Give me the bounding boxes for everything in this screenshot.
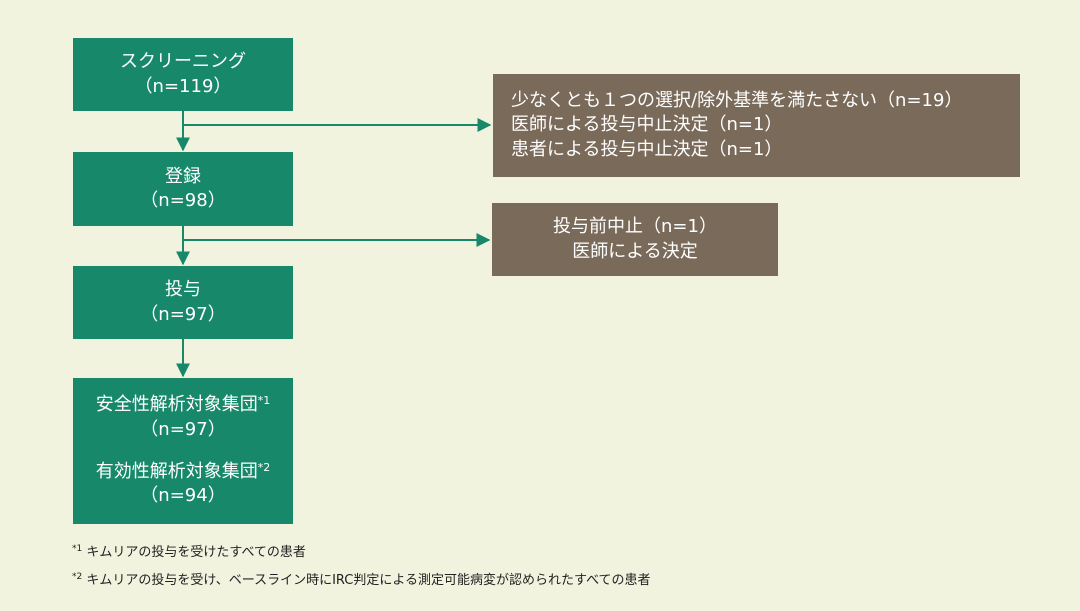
pre-dose-box: 投与前中止（n=1） 医師による決定 (492, 203, 778, 276)
safety-footnote-mark: *1 (257, 394, 271, 408)
enrolled-box: 登録 （n=98） (73, 152, 293, 226)
footnote-text: キムリアの投与を受けたすべての患者 (82, 545, 306, 560)
efficacy-count: （n=94） (140, 485, 226, 507)
dosed-count: （n=97） (140, 303, 226, 325)
safety-label: 安全性解析対象集団*1 (96, 393, 271, 417)
enrolled-count: （n=98） (140, 190, 226, 211)
footnote-1: *1 キムリアの投与を受けたすべての患者 (72, 537, 651, 565)
footnotes: *1 キムリアの投与を受けたすべての患者 *2 キムリアの投与を受け、ベースライ… (72, 537, 651, 593)
footnote-mark: *2 (72, 572, 83, 582)
pre-dose-line: 投与前中止（n=1） (553, 216, 717, 238)
screening-count: （n=119） (134, 75, 232, 97)
dosed-label: 投与 (165, 279, 201, 301)
efficacy-label: 有効性解析対象集団*2 (96, 460, 271, 484)
screening-box: スクリーニング （n=119） (73, 38, 293, 111)
enrolled-label: 登録 (165, 165, 201, 187)
safety-label-text: 安全性解析対象集団 (95, 394, 258, 416)
efficacy-label-text: 有効性解析対象集団 (95, 461, 258, 482)
screen-fail-line: 患者による投与中止決定（n=1） (511, 138, 783, 160)
footnote-text: キムリアの投与を受け、ベースライン時にIRC判定による測定可能病変が認められたす… (82, 573, 651, 588)
footnote-2: *2 キムリアの投与を受け、ベースライン時にIRC判定による測定可能病変が認めら… (72, 565, 651, 593)
analysis-box: 安全性解析対象集団*1 （n=97） 有効性解析対象集団*2 （n=94） (73, 378, 293, 524)
pre-dose-line: 医師による決定 (572, 240, 698, 262)
screen-fail-box: 少なくとも１つの選択/除外基準を満たさない（n=19） 医師による投与中止決定（… (493, 74, 1020, 177)
footnote-mark: *1 (72, 544, 83, 554)
screen-fail-line: 医師による投与中止決定（n=1） (511, 114, 783, 136)
screen-fail-line: 少なくとも１つの選択/除外基準を満たさない（n=19） (511, 90, 963, 112)
dosed-box: 投与 （n=97） (73, 266, 293, 339)
safety-count: （n=97） (140, 418, 226, 440)
screening-label: スクリーニング (120, 51, 246, 73)
efficacy-footnote-mark: *2 (257, 461, 271, 474)
